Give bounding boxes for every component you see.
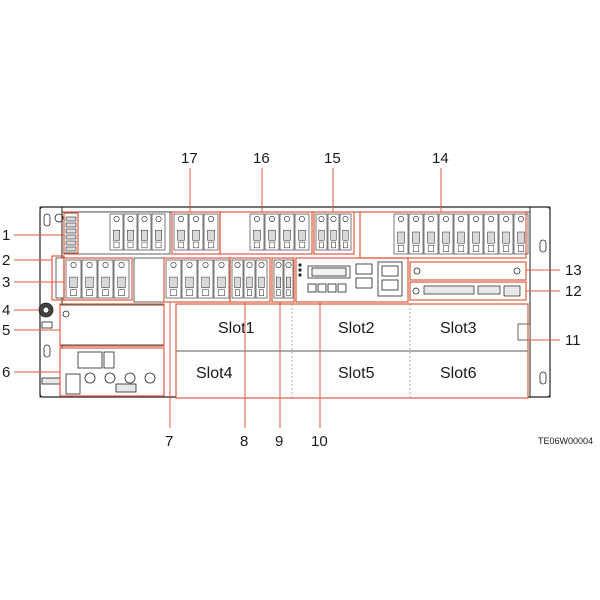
breaker-d-1 xyxy=(315,213,328,251)
breaker-c-3 xyxy=(279,213,295,251)
top-breaker-units xyxy=(109,213,529,255)
highlight-1 xyxy=(63,211,79,255)
callout-12: 12 xyxy=(565,283,582,300)
callout-14: 14 xyxy=(432,150,449,167)
breaker-e-7 xyxy=(483,213,499,255)
breaker-f-4 xyxy=(113,259,130,299)
highlight-8 xyxy=(229,257,271,303)
slot-5-label: Slot5 xyxy=(338,365,375,382)
left-breaker-units xyxy=(65,259,130,299)
breaker-h-2 xyxy=(243,259,256,299)
callout-3: 3 xyxy=(2,274,10,291)
callout-15: 15 xyxy=(324,150,341,167)
breaker-b-3 xyxy=(203,213,219,251)
breaker-d-3 xyxy=(339,213,352,251)
callout-13: 13 xyxy=(565,262,582,279)
breaker-e-2 xyxy=(408,213,424,255)
callout-8: 8 xyxy=(240,433,248,450)
callout-11: 11 xyxy=(565,332,581,349)
callout-1: 1 xyxy=(2,227,10,244)
controller-unit xyxy=(295,257,409,303)
slot-1-label: Slot1 xyxy=(218,320,255,337)
breaker-g-3 xyxy=(197,259,214,299)
breaker-a-3 xyxy=(137,213,152,251)
middle-breaker-units xyxy=(165,259,294,299)
breaker-c-1 xyxy=(249,213,265,251)
callout-6: 6 xyxy=(2,364,10,381)
breaker-i-2 xyxy=(283,259,294,299)
breaker-e-4 xyxy=(438,213,454,255)
highlight-13 xyxy=(409,261,527,281)
breaker-b-2 xyxy=(188,213,204,251)
breaker-d-2 xyxy=(327,213,340,251)
highlight-9 xyxy=(271,257,295,303)
breaker-e-1 xyxy=(393,213,409,255)
ground-terminal xyxy=(38,302,54,318)
breaker-b-1 xyxy=(173,213,189,251)
left-blank-module xyxy=(41,304,165,346)
breaker-a-1 xyxy=(109,213,124,251)
slot-3-label: Slot3 xyxy=(440,320,477,337)
callout-4: 4 xyxy=(2,302,10,319)
breaker-c-4 xyxy=(294,213,310,251)
callout-2: 2 xyxy=(2,252,10,269)
highlight-15 xyxy=(313,211,355,255)
breaker-a-2 xyxy=(123,213,138,251)
highlight-3 xyxy=(63,257,133,301)
highlight-10 xyxy=(295,257,409,303)
breaker-a-4 xyxy=(151,213,166,251)
blank-panel xyxy=(409,261,527,281)
breaker-e-8 xyxy=(498,213,514,255)
callout-9: 9 xyxy=(275,433,283,450)
callout-16: 16 xyxy=(253,150,270,167)
terminal-strip xyxy=(409,281,527,301)
bottom-left-power-unit xyxy=(41,347,165,397)
breaker-f-1 xyxy=(65,259,82,299)
highlight-11 xyxy=(175,303,529,399)
breaker-e-5 xyxy=(453,213,469,255)
rectifier-slot-area xyxy=(175,303,531,399)
breaker-f-2 xyxy=(81,259,98,299)
leader-lines xyxy=(14,168,560,428)
highlight-boxes xyxy=(51,211,529,399)
slot-4-label: Slot4 xyxy=(196,365,233,382)
left-connector-strip xyxy=(55,212,79,299)
breaker-i-1 xyxy=(273,259,284,299)
breaker-g-1 xyxy=(165,259,182,299)
breaker-c-2 xyxy=(264,213,280,251)
highlight-5 xyxy=(59,303,165,347)
highlight-14 xyxy=(359,211,527,259)
figure-id: TE06W00004 xyxy=(538,436,593,446)
slot-2-label: Slot2 xyxy=(338,320,375,337)
breaker-h-1 xyxy=(231,259,244,299)
callout-7: 7 xyxy=(165,433,173,450)
highlight-17 xyxy=(171,211,221,255)
callout-labels: 1 2 3 4 5 6 7 8 9 10 11 12 13 14 15 16 1… xyxy=(2,150,582,450)
breaker-g-2 xyxy=(181,259,198,299)
callout-17: 17 xyxy=(181,150,198,167)
callout-10: 10 xyxy=(311,433,328,450)
breaker-g-4 xyxy=(213,259,230,299)
breaker-e-3 xyxy=(423,213,439,255)
breaker-h-3 xyxy=(255,259,268,299)
slot-6-label: Slot6 xyxy=(440,365,477,382)
callout-5: 5 xyxy=(2,322,10,339)
slot-labels: Slot1 Slot2 Slot3 Slot4 Slot5 Slot6 xyxy=(196,320,477,382)
breaker-e-9 xyxy=(513,213,529,255)
breaker-f-3 xyxy=(97,259,114,299)
breaker-e-6 xyxy=(468,213,484,255)
